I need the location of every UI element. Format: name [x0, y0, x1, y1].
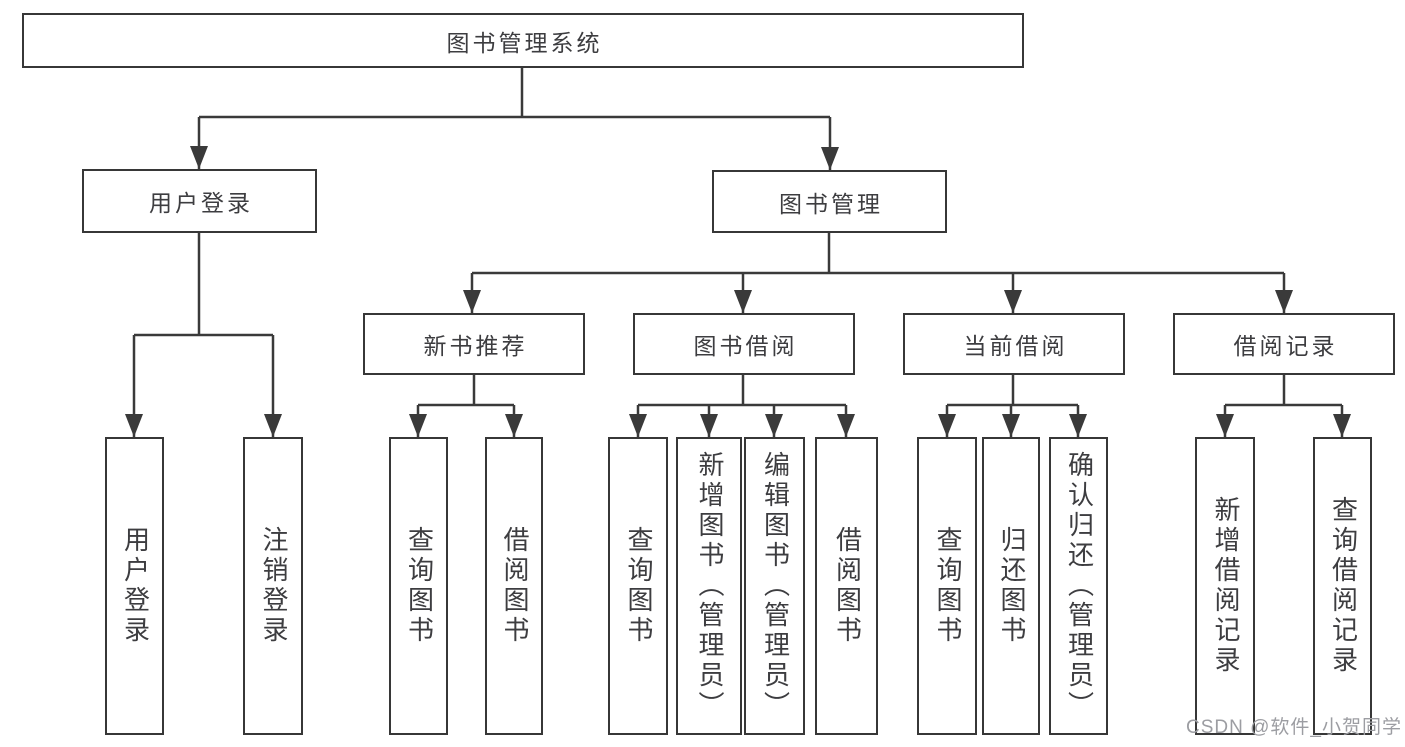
leaf-confirm-return-admin: 确认归还（管理员） [1049, 437, 1108, 735]
leaf-query-books-current: 查询图书 [917, 437, 977, 735]
leaf-query-books-recommend: 查询图书 [389, 437, 448, 735]
leaf-edit-books-admin: 编辑图书（管理员） [744, 437, 805, 735]
node-current-borrow: 当前借阅 [903, 313, 1125, 375]
leaf-add-books-admin: 新增图书（管理员） [676, 437, 742, 735]
watermark-text: CSDN @软件_小贺同学 [1186, 717, 1402, 738]
leaf-logout: 注销登录 [243, 437, 303, 735]
leaf-query-books-borrow: 查询图书 [608, 437, 668, 735]
leaf-borrow-books: 借阅图书 [815, 437, 878, 735]
node-user-login: 用户登录 [82, 169, 317, 233]
leaf-query-borrow-record: 查询借阅记录 [1313, 437, 1372, 735]
node-book-borrow: 图书借阅 [633, 313, 855, 375]
node-book-management: 图书管理 [712, 170, 947, 233]
leaf-user-login: 用户登录 [105, 437, 164, 735]
node-new-book-recommend: 新书推荐 [363, 313, 585, 375]
node-borrow-records: 借阅记录 [1173, 313, 1395, 375]
leaf-borrow-books-recommend: 借阅图书 [485, 437, 543, 735]
leaf-add-borrow-record: 新增借阅记录 [1195, 437, 1255, 735]
leaf-return-books: 归还图书 [982, 437, 1040, 735]
node-root: 图书管理系统 [22, 13, 1024, 68]
